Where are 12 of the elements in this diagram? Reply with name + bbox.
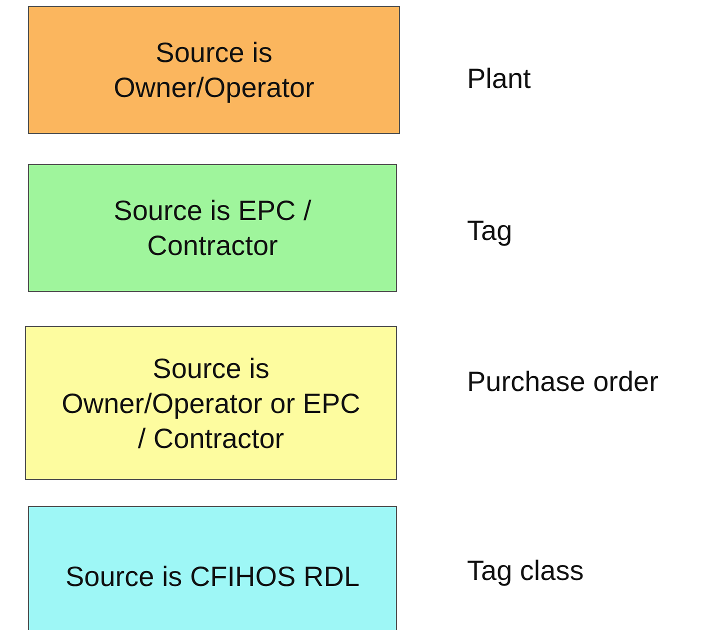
box-text: Source is CFIHOS RDL [65, 560, 360, 594]
entity-label: Tag [467, 215, 512, 247]
entity-label: Purchase order [467, 366, 658, 398]
entity-label: Tag class [467, 555, 584, 587]
source-box [28, 6, 400, 134]
box-text: Source is EPC / Contractor [112, 194, 312, 263]
box-text: Source is Owner/Operator or EPC / Contractor [61, 352, 361, 456]
entity-label: Plant [467, 63, 531, 95]
source-box [25, 326, 397, 480]
source-box [28, 164, 397, 292]
source-box [28, 506, 397, 630]
box-text: Source is Owner/Operator [112, 36, 316, 105]
